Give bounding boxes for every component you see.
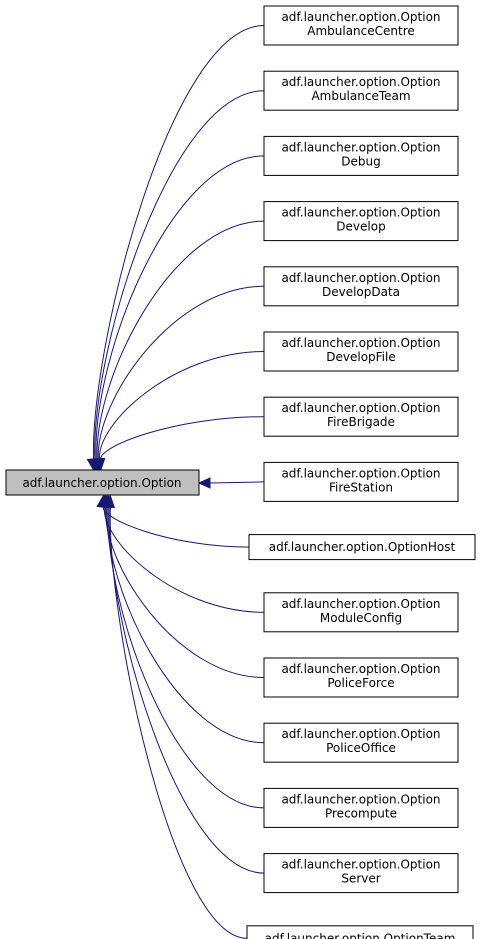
class-node-label: FireStation <box>329 480 393 494</box>
class-node-label: Server <box>341 872 380 886</box>
class-node-label: adf.launcher.option.Option <box>281 75 440 89</box>
inheritance-arrow <box>92 351 265 472</box>
class-node-label: adf.launcher.option.Option <box>281 466 440 480</box>
inheritance-edges <box>86 25 265 939</box>
class-node-label: adf.launcher.option.Option <box>281 336 440 350</box>
class-node-label: DevelopFile <box>326 350 395 364</box>
class-node-label: AmbulanceCentre <box>307 24 415 38</box>
class-node-label: PoliceOffice <box>326 741 396 755</box>
class-node-label: Develop <box>336 220 385 234</box>
class-node-label: Precompute <box>325 806 397 820</box>
class-node[interactable]: adf.launcher.option.OptionAmbulanceCentr… <box>263 5 459 46</box>
inheritance-arrow <box>87 90 265 472</box>
class-node-label: adf.launcher.option.Option <box>281 206 440 220</box>
class-node-label: ModuleConfig <box>320 611 402 625</box>
class-nodes: adf.launcher.option.OptionAmbulanceCentr… <box>246 5 476 939</box>
base-class-node[interactable]: adf.launcher.option.Option <box>5 469 200 496</box>
class-node-label: Debug <box>341 154 380 168</box>
class-node-label: adf.launcher.option.Option <box>281 271 440 285</box>
class-node-label: adf.launcher.option.Option <box>281 727 440 741</box>
inheritance-arrow <box>96 494 250 548</box>
inheritance-arrow <box>86 25 265 472</box>
inheritance-arrow <box>89 155 265 472</box>
class-node-label: adf.launcher.option.OptionTeam <box>265 931 456 939</box>
class-node[interactable]: adf.launcher.option.OptionHost <box>248 534 476 561</box>
class-node-label: adf.launcher.option.Option <box>281 140 440 154</box>
inheritance-arrow <box>197 477 265 489</box>
inheritance-arrow <box>99 494 265 744</box>
class-node-label: DevelopData <box>322 285 400 299</box>
class-node-label: adf.launcher.option.Option <box>281 401 440 415</box>
class-node-label: adf.launcher.option.Option <box>281 662 440 676</box>
class-node-label: PoliceForce <box>327 676 394 690</box>
inheritance-arrow <box>101 494 265 809</box>
inheritance-arrow <box>103 494 248 939</box>
class-node-label: adf.launcher.option.Option <box>281 10 440 24</box>
class-node[interactable]: adf.launcher.option.OptionTeam <box>246 925 474 939</box>
class-node-label: adf.launcher.option.Option <box>281 597 440 611</box>
inheritance-arrow <box>91 285 265 472</box>
inheritance-arrow <box>93 416 265 472</box>
base-class-label: adf.launcher.option.Option <box>22 476 181 490</box>
inheritance-arrow <box>90 220 265 472</box>
class-node-label: adf.launcher.option.Option <box>281 858 440 872</box>
class-node-label: adf.launcher.option.Option <box>281 792 440 806</box>
class-node-label: adf.launcher.option.OptionHost <box>269 540 456 554</box>
class-node-label: AmbulanceTeam <box>311 89 410 103</box>
class-node-label: FireBrigade <box>327 415 395 429</box>
